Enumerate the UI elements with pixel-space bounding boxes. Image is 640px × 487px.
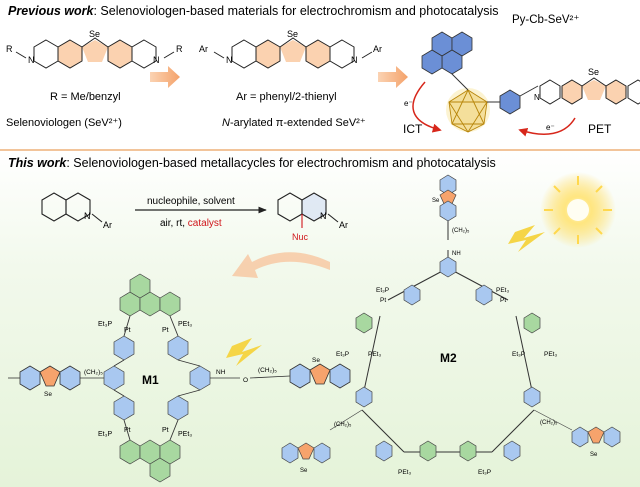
pt-ligand: PEt₃ [178, 321, 192, 328]
pt-ligand: PEt₃ [178, 431, 192, 438]
se-label: Se [44, 391, 52, 398]
product-nuc: Nuc [292, 232, 309, 242]
selenoviologen-structure [15, 37, 175, 69]
se-atom-label: Se [89, 29, 100, 39]
pt-atom: Pt [162, 327, 169, 334]
sun-icon [540, 172, 616, 248]
pt-ligand: PEt₃ [496, 287, 509, 294]
ict-label: ICT [403, 122, 423, 136]
pt-ligand: Et₃P [336, 351, 349, 358]
previous-work-heading: Previous work: Selenoviologen-based mate… [8, 4, 499, 18]
chain-label: (CH₂)₅ [452, 228, 470, 234]
pyrene-cage-bond [451, 73, 469, 91]
methylene-bond [519, 85, 539, 97]
pt-ligand: Et₃P [512, 351, 525, 358]
carbonyl-label: O [243, 377, 248, 384]
n-atom-left: N [28, 55, 35, 65]
r-bond-left [15, 51, 27, 59]
chain-label: (CH₂)₅ [540, 420, 558, 426]
pyrene-fragment [421, 31, 473, 75]
pt-atom: Pt [380, 297, 386, 304]
nh-label: NH [216, 369, 226, 376]
pet-arrow [518, 117, 576, 137]
pt-atom: Pt [162, 427, 169, 434]
progression-arrow-2 [378, 66, 408, 88]
se-label: Se [432, 198, 440, 204]
electron-ict-label: e⁻ [404, 99, 413, 108]
r-substituent-left: R [6, 44, 13, 54]
ict-arrow [412, 81, 442, 133]
phenyl-linker [499, 89, 521, 115]
m1-label: M1 [142, 373, 159, 387]
pt-ligand: Et₃P [98, 321, 112, 328]
se-atom-label-2: Se [287, 29, 298, 39]
r-substituent-definition: R = Me/benzyl [50, 91, 121, 103]
ar-substituent-left: Ar [199, 44, 208, 54]
product-n-atom: N [320, 211, 327, 221]
reaction-conditions-above: nucleophile, solvent [147, 196, 235, 207]
n-atom-left-2: N [226, 55, 233, 65]
metallacycle-m1: Et₃P Pt Pt PEt₃ Et₃P Pt Pt PEt₃ M1 [8, 273, 351, 483]
pt-ligand: Et₃P [98, 431, 112, 438]
nh-label: NH [452, 251, 461, 257]
chain-label: (CH₂)₅ [258, 367, 277, 374]
product-ar: Ar [339, 220, 348, 230]
selenophene-fill [82, 40, 108, 62]
this-work-heading: This work: Selenoviologen-based metallac… [8, 156, 496, 170]
pt-ligand: PEt₃ [398, 469, 411, 476]
reactant-n-atom: N [84, 211, 91, 221]
carborane-cage [446, 88, 490, 133]
reactant-ar: Ar [103, 220, 112, 230]
reaction-conditions-below: air, rt, catalyst [160, 218, 222, 229]
n-atom-right: N [153, 55, 160, 65]
pt-atom: Pt [500, 297, 506, 304]
conjugate-se-label: Se [588, 67, 599, 77]
lightning-icon-1 [508, 225, 545, 252]
metallacycle-m2: Se (CH₂)₅ NH Et₃P Pt PEt₃ Pt Et₃P PEt₃ E… [281, 174, 621, 476]
se-label: Se [312, 357, 320, 364]
pt-ligand: Et₃P [478, 469, 491, 476]
m2-label: M2 [440, 351, 457, 365]
progression-arrow-1 [150, 66, 180, 88]
reactant-tetrahydroisoquinoline [41, 192, 103, 223]
conjugate-selenoviologen [539, 77, 640, 105]
n-arylated-selenoviologen-structure [213, 37, 373, 69]
pet-label: PET [588, 122, 612, 136]
ar-substituent-right: Ar [373, 44, 382, 54]
chain-label: (CH₂)₅ [84, 369, 103, 376]
py-cb-sev-label: Py-Cb-SeV²⁺ [512, 14, 579, 26]
catalysis-arrow [232, 252, 330, 278]
pt-ligand: PEt₃ [544, 351, 557, 358]
selenophene-fill-left [58, 40, 82, 68]
n-arylated-name: N-arylated π-extended SeV²⁺ [222, 117, 366, 129]
se-label: Se [300, 468, 308, 474]
pt-ligand: PEt₃ [368, 351, 381, 358]
pt-atom: Pt [124, 327, 131, 334]
chain-label: (CH₂)₅ [334, 422, 352, 428]
r-substituent-right: R [176, 44, 183, 54]
selenoviologen-name: Selenoviologen (SeV²⁺) [6, 117, 122, 129]
electron-pet-label: e⁻ [546, 123, 555, 132]
n-atom-right-2: N [351, 55, 358, 65]
selenophene-bridge [81, 37, 109, 48]
conjugate-n-label: N [534, 93, 540, 102]
selenophene-fill-right [108, 40, 132, 68]
r-bond-right [163, 51, 175, 59]
pt-ligand: Et₃P [376, 287, 389, 294]
pyridinium-ring-left [33, 39, 59, 69]
se-label: Se [590, 452, 598, 458]
ar-substituent-definition: Ar = phenyl/2-thienyl [236, 91, 337, 103]
pyridinium-ring-right [131, 39, 157, 69]
lightning-icon-2 [226, 338, 262, 366]
product-tetrahydroisoquinoline [277, 192, 339, 228]
